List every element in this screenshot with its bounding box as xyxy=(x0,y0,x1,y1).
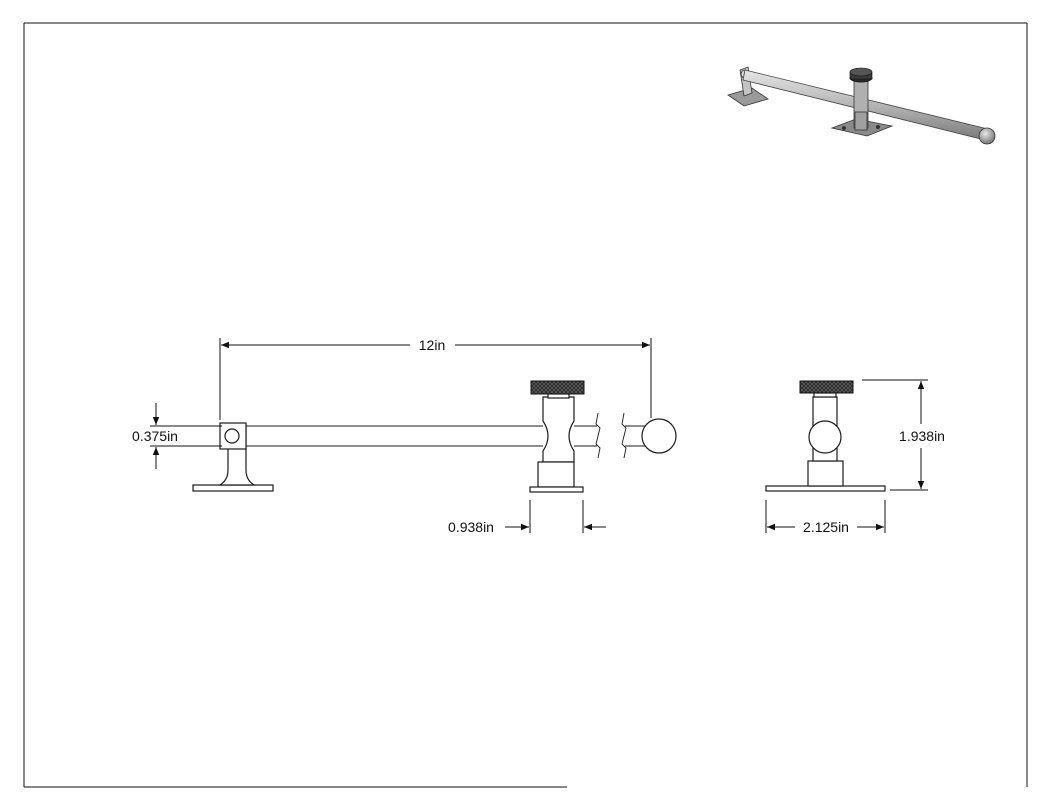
end-ball xyxy=(641,418,677,454)
rod xyxy=(246,412,648,459)
dim-height: 1.938in xyxy=(862,379,945,491)
iso-end-ball xyxy=(978,127,996,145)
dim-overall-length: 12in xyxy=(219,337,652,420)
front-view xyxy=(192,380,677,493)
dim-height-label: 1.938in xyxy=(899,428,945,444)
dim-base-width-side: 2.125in xyxy=(765,500,886,535)
dim-base-width-side-label: 2.125in xyxy=(803,519,849,535)
side-view xyxy=(765,380,886,492)
side-knob xyxy=(799,380,854,394)
dim-base-width-front-label: 0.938in xyxy=(448,519,494,535)
pivot-pin xyxy=(224,428,240,444)
dim-rod-diameter-label: 0.375in xyxy=(132,428,178,444)
dim-base-width-front: 0.938in xyxy=(448,500,606,535)
dim-overall-length-label: 12in xyxy=(419,337,445,353)
right-base-plate xyxy=(529,486,584,493)
isometric-view xyxy=(727,66,996,145)
dim-rod-diameter: 0.375in xyxy=(132,403,222,469)
side-rod-section xyxy=(808,420,842,454)
knob xyxy=(530,380,585,395)
left-base-plate xyxy=(192,484,274,492)
sheet-border xyxy=(23,22,1028,788)
side-base-plate xyxy=(765,485,886,492)
